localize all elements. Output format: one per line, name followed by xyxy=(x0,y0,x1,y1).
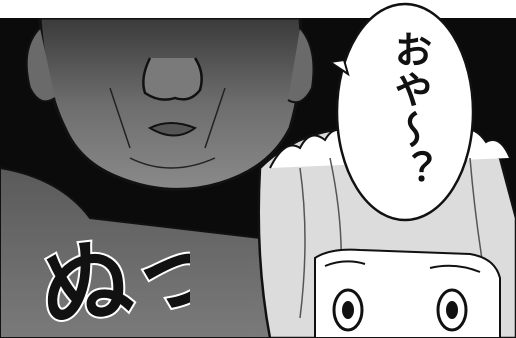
speech-balloon xyxy=(330,2,475,222)
girl-eyebrow xyxy=(324,260,366,267)
girl-left-pupil xyxy=(342,301,354,319)
man-wrinkle xyxy=(204,87,226,149)
man-chin-line xyxy=(129,157,216,169)
sound-effect-nu: ぬっ xyxy=(40,222,190,338)
man-nose xyxy=(142,57,203,101)
hair-strand xyxy=(299,167,306,319)
man-mouth xyxy=(147,122,198,137)
speech-balloon-text: おや～？ xyxy=(388,30,433,190)
man-face xyxy=(38,18,303,191)
man-left-ear xyxy=(25,27,56,103)
sound-effect-text: ぬっ xyxy=(40,222,190,338)
man-wrinkle xyxy=(109,87,131,149)
girl-eyebrow xyxy=(429,264,481,273)
man-right-ear xyxy=(287,27,315,104)
girl-right-pupil xyxy=(446,301,458,319)
